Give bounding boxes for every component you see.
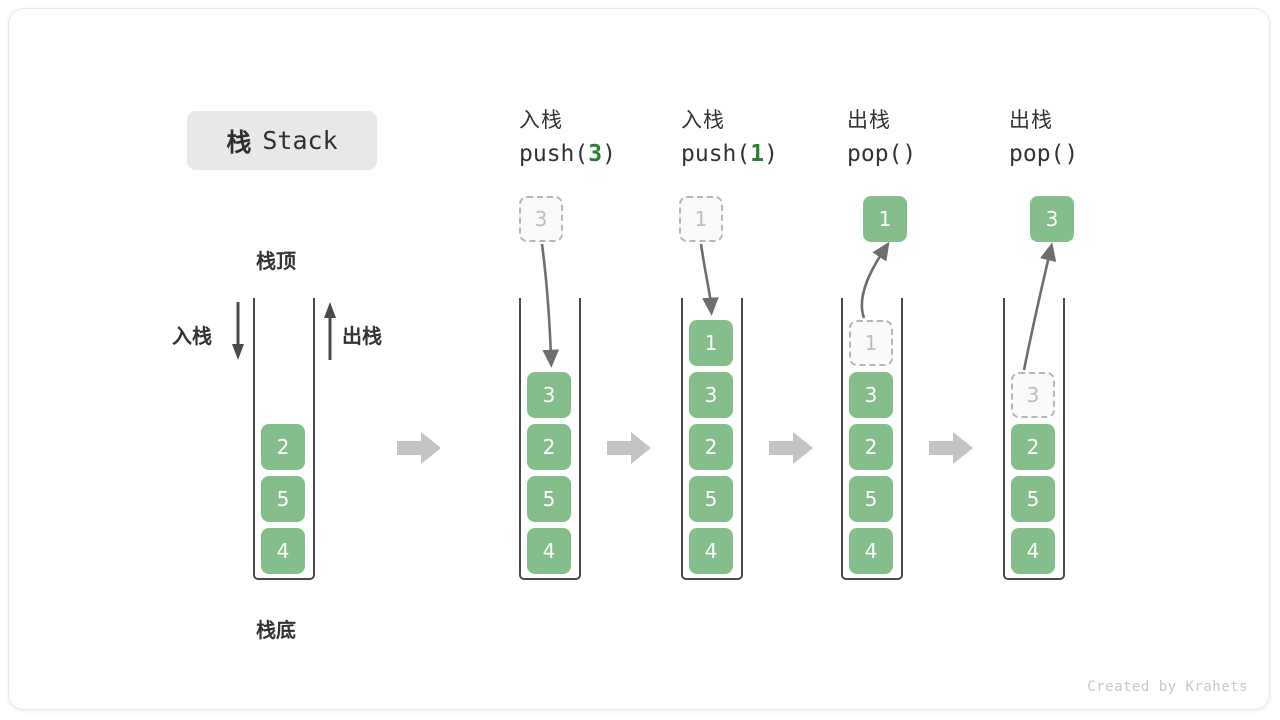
caption-pop-1: 出栈 pop() [847, 105, 916, 171]
stack-cell: 4 [1011, 528, 1055, 574]
floating-cell-pop-1: 1 [863, 196, 907, 242]
stack-cell: 3 [689, 372, 733, 418]
push-side-label: 入栈 [172, 326, 212, 348]
stack-cell: 2 [689, 424, 733, 470]
caption-pop-3: 出栈 pop() [1009, 105, 1078, 171]
caption-fn: push( [681, 141, 751, 167]
stack-cell: 4 [527, 528, 571, 574]
stack-cell: 5 [689, 476, 733, 522]
floating-cell-pop-3: 3 [1030, 196, 1074, 242]
title-en: Stack [262, 126, 338, 155]
caption-fn: pop( [1009, 141, 1065, 167]
stack-cell: 5 [1011, 476, 1055, 522]
caption-arg: 1 [750, 141, 765, 167]
stack-cell: 2 [527, 424, 571, 470]
stack-top-label: 栈顶 [256, 251, 296, 273]
stack-cell: 5 [261, 476, 305, 522]
stack-container-initial [253, 298, 315, 580]
stack-cell-ghost: 3 [1011, 372, 1055, 418]
stack-cell: 3 [527, 372, 571, 418]
caption-fn-end: ) [602, 141, 616, 167]
stack-cell: 4 [261, 528, 305, 574]
watermark: Created by Krahets [1087, 679, 1248, 695]
stack-container-push-3 [519, 298, 581, 580]
transition-arrow-icon [769, 432, 813, 464]
stack-cell: 4 [689, 528, 733, 574]
stack-bottom-label: 栈底 [256, 620, 296, 642]
stack-container-push-1 [681, 298, 743, 580]
caption-code: push(3) [519, 137, 616, 171]
title-badge: 栈 Stack [187, 111, 377, 170]
floating-cell-push-1: 1 [679, 196, 723, 242]
caption-cn: 出栈 [847, 109, 891, 132]
stack-cell: 2 [261, 424, 305, 470]
caption-fn-end: ) [1064, 141, 1079, 167]
pop-direction-arrow-icon [324, 302, 336, 360]
transition-arrow-icon [607, 432, 651, 464]
stack-cell: 1 [689, 320, 733, 366]
transition-arrow-icon [397, 432, 441, 464]
stack-container-pop-3 [1003, 298, 1065, 580]
stack-container-pop-1 [841, 298, 903, 580]
caption-code: pop() [847, 137, 916, 171]
caption-code: pop() [1009, 137, 1078, 171]
push-direction-arrow-icon [232, 302, 244, 360]
floating-cell-push-3: 3 [519, 196, 563, 242]
caption-code: push(1) [681, 137, 778, 171]
caption-arg: 3 [588, 141, 603, 167]
stack-cell: 5 [849, 476, 893, 522]
stack-cell: 5 [527, 476, 571, 522]
caption-fn: pop( [847, 141, 903, 167]
caption-fn: push( [519, 141, 589, 167]
stack-cell: 2 [1011, 424, 1055, 470]
caption-push-3: 入栈 push(3) [519, 105, 616, 171]
stack-cell: 2 [849, 424, 893, 470]
caption-fn-end: ) [764, 141, 778, 167]
stack-cell: 4 [849, 528, 893, 574]
title-cn: 栈 [226, 128, 253, 157]
caption-cn: 入栈 [519, 109, 563, 132]
stack-cell-ghost: 1 [849, 320, 893, 366]
caption-fn-end: ) [902, 141, 917, 167]
pop-side-label: 出栈 [342, 326, 382, 348]
stack-cell: 3 [849, 372, 893, 418]
caption-cn: 入栈 [681, 109, 725, 132]
transition-arrow-icon [929, 432, 973, 464]
caption-push-1: 入栈 push(1) [681, 105, 778, 171]
caption-cn: 出栈 [1009, 109, 1053, 132]
